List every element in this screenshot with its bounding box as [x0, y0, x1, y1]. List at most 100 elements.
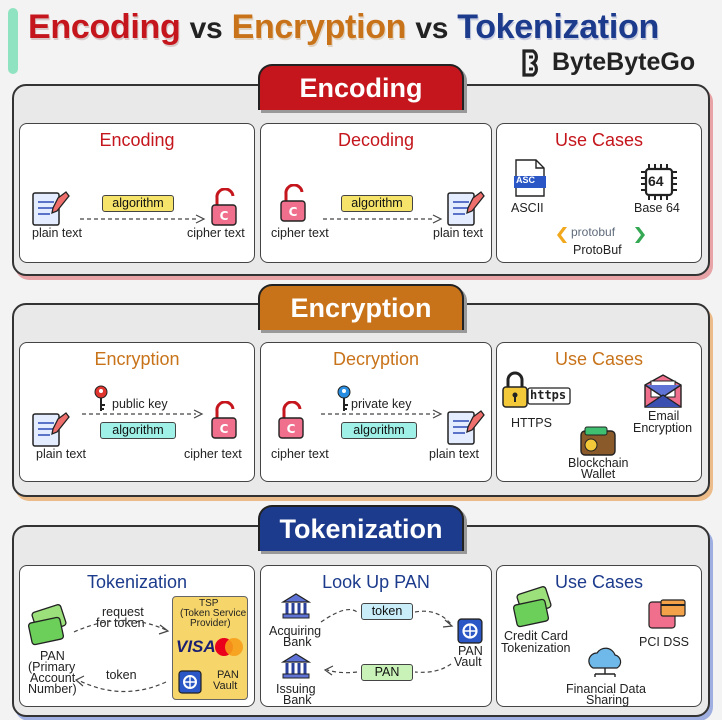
encryption-use-cases-panel: Use Cases https HTTPS Email Encryption B…: [496, 342, 702, 482]
svg-text:C: C: [289, 205, 298, 219]
page-title: Encoding vs Encryption vs Tokenization: [28, 8, 659, 47]
vault-label-line1: PAN: [217, 669, 239, 681]
pan-pill: PAN: [361, 664, 413, 681]
use-case-https: HTTPS: [511, 416, 552, 430]
encoding-panel: Encoding plain text algorithm C cipher t…: [19, 123, 255, 263]
use-case-financial-line1: Financial Data: [566, 682, 646, 696]
blue-key-icon: [337, 385, 351, 411]
financial-data-sharing-icon: [588, 647, 622, 677]
flow-arrow: [323, 214, 443, 224]
vault-label-line2: Vault: [213, 680, 238, 692]
algorithm-pill: algorithm: [100, 422, 176, 439]
algorithm-pill: algorithm: [102, 195, 174, 212]
email-encryption-icon: [644, 374, 682, 408]
use-case-email-line2: Encryption: [633, 421, 693, 435]
look-up-pan-title: Look Up PAN: [322, 572, 430, 592]
padlock-icon: [502, 371, 528, 408]
unlocked-padlock-icon: C: [280, 184, 306, 222]
brand-logo: ByteByteGo: [520, 48, 695, 77]
use-case-credit-card-line1: Credit Card: [504, 629, 568, 643]
encryption-tab: Encryption: [258, 284, 464, 330]
accent-bar: [8, 8, 18, 74]
lookup-flow-arrows: [320, 609, 454, 676]
title-vs-1: vs: [189, 12, 223, 45]
svg-text:C: C: [287, 422, 296, 436]
algorithm-pill: algorithm: [341, 422, 417, 439]
credit-cards-icon: [512, 586, 552, 628]
use-case-base64: Base 64: [634, 201, 680, 215]
tokenization-panel-title: Tokenization: [86, 572, 188, 592]
decryption-panel: Decryption C cipher text private key alg…: [260, 342, 492, 482]
use-case-protobuf: ProtoBuf: [573, 243, 622, 257]
input-plain-text-label: plain text: [36, 447, 87, 461]
encryption-panel: Encryption plain text public key algorit…: [19, 342, 255, 482]
blockchain-wallet-icon: [580, 426, 616, 456]
encoding-panel-title: Encoding: [99, 130, 175, 150]
use-case-pci-dss: PCI DSS: [639, 635, 690, 649]
use-case-ascii: ASCII: [511, 201, 544, 215]
title-encoding: Encoding: [28, 8, 181, 46]
base64-badge-label: 64: [648, 173, 664, 189]
public-key-label: public key: [112, 397, 168, 411]
ascii-file-icon: [514, 159, 546, 197]
bytebytego-logo-icon: [522, 48, 538, 77]
issuing-bank-line2: Bank: [283, 693, 312, 707]
red-key-icon: [94, 385, 108, 411]
input-cipher-text-label: cipher text: [271, 447, 329, 461]
svg-text:C: C: [220, 422, 229, 436]
unlocked-padlock-icon: C: [211, 188, 237, 226]
encoding-use-cases-title: Use Cases: [554, 130, 644, 150]
title-encryption: Encryption: [231, 8, 407, 46]
tokenization-use-cases-panel: Use Cases Credit Card Tokenization PCI D…: [496, 565, 702, 707]
token-label: token: [106, 668, 137, 682]
tsp-label-line2: (Token Service: [180, 608, 247, 619]
decoding-panel: Decoding C cipher text algorithm plain t…: [260, 123, 492, 263]
use-case-credit-card-line2: Tokenization: [501, 641, 571, 655]
ascii-badge-label: ASC: [516, 175, 536, 185]
pan-vault-icon: [457, 618, 483, 644]
tsp-label-line3: Provider): [190, 618, 231, 629]
acquiring-bank-line2: Bank: [283, 635, 312, 649]
protobuf-logo-text: protobuf: [571, 225, 616, 239]
unlocked-padlock-icon: C: [211, 401, 237, 439]
protobuf-logo-icon: [557, 227, 645, 243]
output-cipher-text-label: cipher text: [187, 226, 245, 240]
acquiring-bank-line1: Acquiring: [269, 624, 322, 638]
vault-label-line2: Vault: [454, 655, 482, 669]
issuing-bank-icon: [281, 653, 311, 679]
use-case-email-line1: Email: [648, 409, 680, 423]
encoding-tab: Encoding: [258, 64, 464, 110]
use-case-wallet-line2: Wallet: [581, 467, 616, 481]
token-pill: token: [361, 603, 413, 620]
pci-dss-card-icon: [648, 599, 686, 629]
look-up-pan-panel: Look Up PAN Acquiring Bank Issuing Bank …: [260, 565, 492, 707]
pan-label-line1: PAN: [40, 649, 65, 663]
title-vs-2: vs: [415, 12, 449, 45]
document-icon: [447, 191, 485, 226]
encryption-use-cases-title: Use Cases: [554, 349, 644, 369]
pan-label-line2: (Primary: [28, 660, 76, 674]
input-cipher-text-label: cipher text: [271, 226, 329, 240]
vault-label-line1: PAN: [458, 644, 483, 658]
mastercard-logo-icon: [215, 638, 243, 656]
credit-cards-icon: [27, 604, 67, 646]
tsp-label-line1: TSP: [199, 598, 219, 609]
visa-logo-text: VISA: [176, 637, 216, 656]
brand-name: ByteByteGo: [552, 48, 696, 76]
flow-arrow: [82, 409, 204, 419]
tokenization-use-cases-title: Use Cases: [554, 572, 644, 592]
decoding-panel-title: Decoding: [337, 130, 415, 150]
request-label-line2: for token: [96, 616, 145, 630]
title-tokenization: Tokenization: [457, 8, 659, 46]
request-token-flow-arrows: [73, 619, 170, 693]
output-cipher-text-label: cipher text: [184, 447, 242, 461]
output-plain-text-label: plain text: [429, 447, 480, 461]
acquiring-bank-icon: [281, 593, 311, 619]
encryption-panel-title: Encryption: [94, 349, 180, 369]
https-badge-icon: [527, 387, 571, 405]
tokenization-panel: Tokenization PAN (Primary Account Number…: [19, 565, 255, 707]
request-label-line1: request: [102, 605, 144, 619]
encoding-use-cases-panel: Use Cases ASC ASCII 64 Base 64 protobuf …: [496, 123, 702, 263]
issuing-bank-line1: Issuing: [276, 682, 316, 696]
https-badge-label: https: [530, 388, 567, 402]
